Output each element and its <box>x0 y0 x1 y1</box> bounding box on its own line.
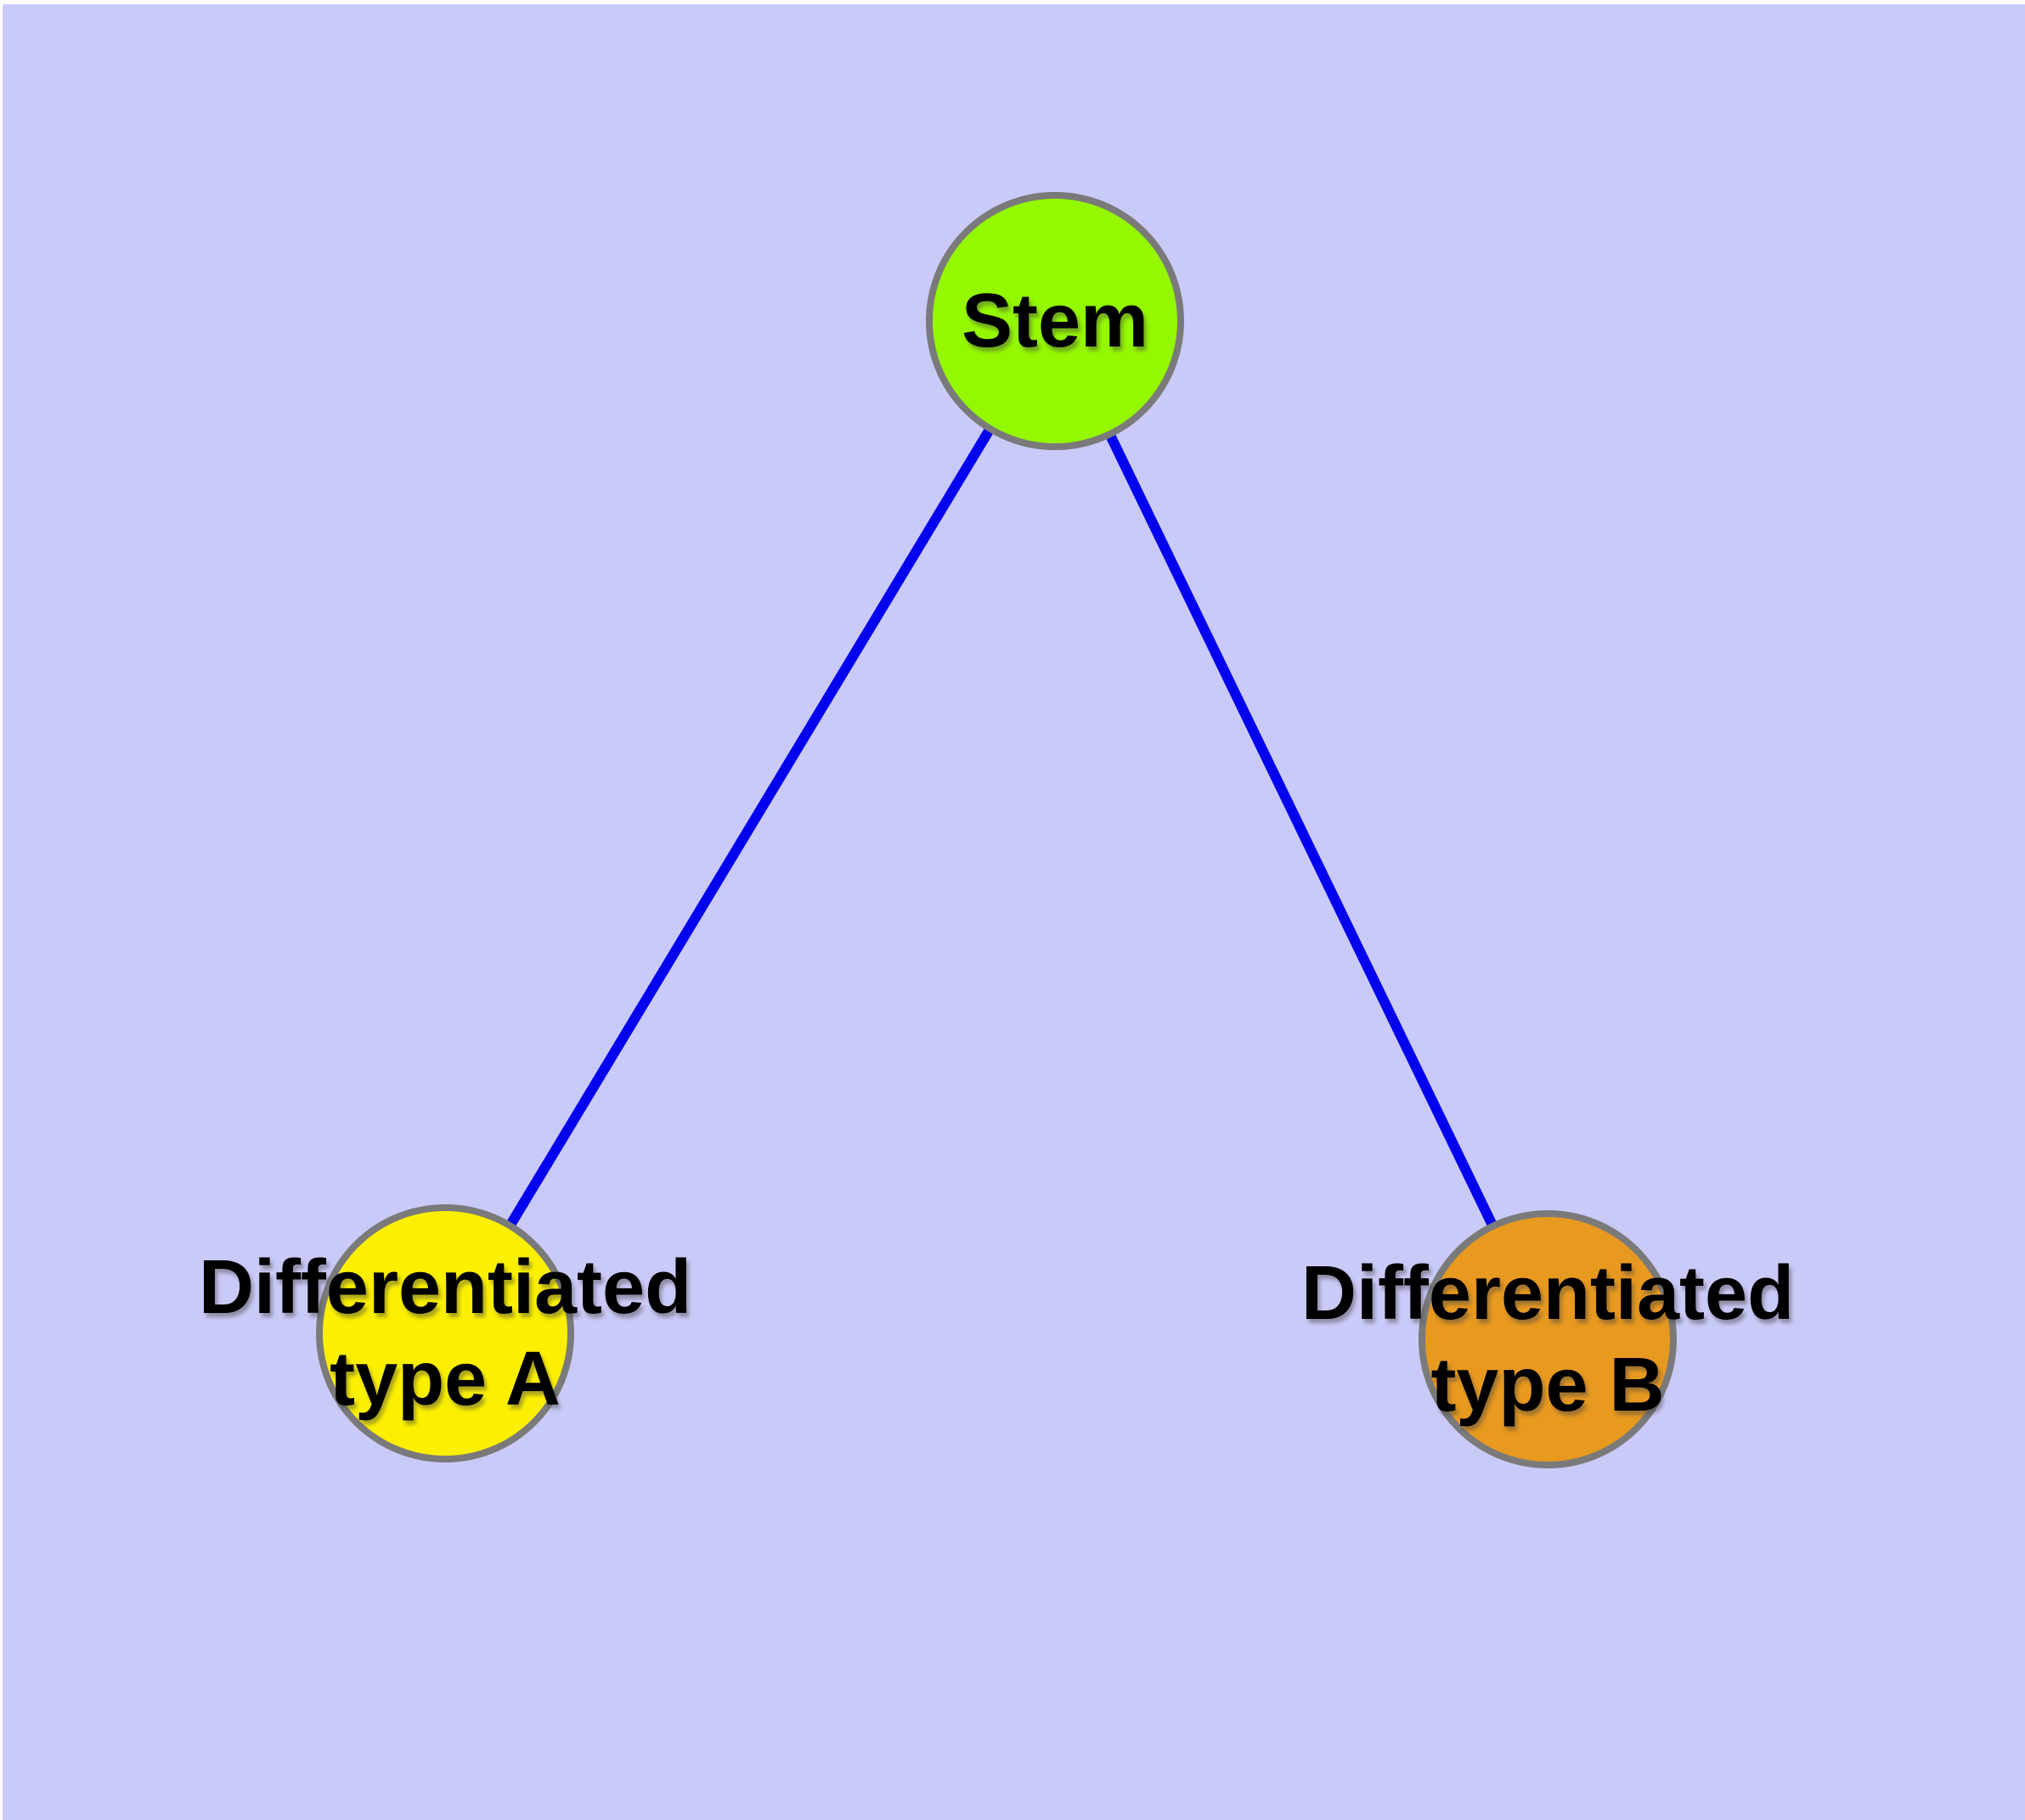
graph-svg <box>3 4 2025 1820</box>
differentiated-type-b-node-label: Differentiated type B <box>1301 1248 1794 1431</box>
stem-node-label: Stem <box>961 279 1149 363</box>
differentiated-type-a-node-circle <box>316 1204 574 1462</box>
differentiated-type-a-node-label: Differentiated type A <box>199 1242 691 1425</box>
edge-stem-to-type-a <box>440 318 1060 1337</box>
type-b-label-line1: Differentiated <box>1300 1251 1795 1336</box>
stem-node-circle <box>926 192 1184 450</box>
differentiated-type-b-node-circle <box>1419 1210 1677 1468</box>
type-a-label-line1: Differentiated <box>198 1245 692 1330</box>
type-b-label-line2: type B <box>1430 1343 1665 1428</box>
type-a-label-line2: type A <box>330 1337 561 1422</box>
edge-stem-to-type-b <box>1050 318 1553 1342</box>
